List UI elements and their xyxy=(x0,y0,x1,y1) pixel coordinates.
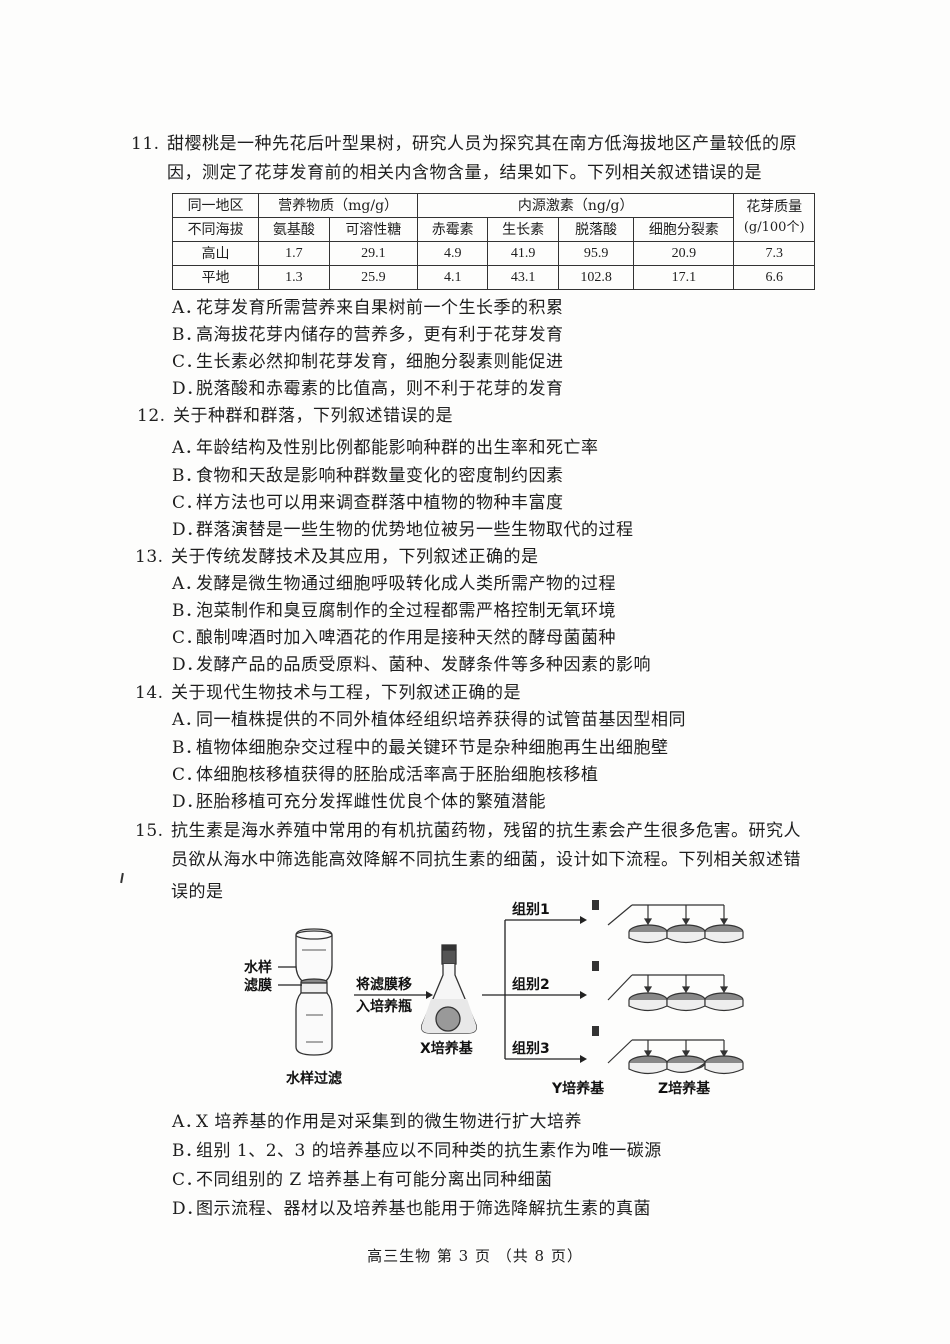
q14-stem: 14.关于现代生物技术与工程，下列叙述正确的是 xyxy=(135,683,521,703)
table-row: 高山 1.7 29.1 4.9 41.9 95.9 20.9 7.3 xyxy=(171,241,815,266)
table-header-nutrients: 营养物质（mg/g） xyxy=(258,193,418,218)
q11-option-a: A．花芽发育所需营养来自果树前一个生长季的积累 xyxy=(172,298,564,318)
filter-apparatus-icon xyxy=(295,928,333,1056)
q13-option-a: A．发酵是微生物通过细胞呼吸转化成人类所需产物的过程 xyxy=(172,574,616,594)
q13-number: 13. xyxy=(135,547,164,567)
z-medium-plates-row1 xyxy=(607,904,744,944)
label-filtration: 水样过滤 xyxy=(286,1070,342,1087)
q12-option-c: C．样方法也可以用来调查群落中植物的物种丰富度 xyxy=(172,493,564,513)
scan-mark xyxy=(120,872,124,884)
q15-option-d: D．图示流程、器材以及培养基也能用于筛选降解抗生素的真菌 xyxy=(172,1199,651,1219)
label-group2: 组别2 xyxy=(512,976,550,993)
y-medium-tube-icon xyxy=(592,900,599,1036)
q13-option-c: C．酿制啤酒时加入啤酒花的作用是接种天然的酵母菌菌种 xyxy=(172,628,616,648)
q11-stem-line1: 11.甜樱桃是一种先花后叶型果树，研究人员为探究其在南方低海拔地区产量较低的原 xyxy=(131,134,797,154)
q15-option-a: A．X 培养基的作用是对采集到的微生物进行扩大培养 xyxy=(172,1112,583,1132)
q14-option-c: C．体细胞核移植获得的胚胎成活率高于胚胎细胞核移植 xyxy=(172,765,599,785)
q11-option-b: B．高海拔花芽内储存的营养多，更有利于花芽发育 xyxy=(172,325,564,345)
z-medium-plates-row2 xyxy=(607,974,744,1012)
arrow-label-line1: 将滤膜移 xyxy=(356,976,412,993)
q15-stem-line1: 15.抗生素是海水养殖中常用的有机抗菌药物，残留的抗生素会产生很多危害。研究人 xyxy=(135,821,801,841)
q12-number: 12. xyxy=(137,406,166,426)
label-y-medium: Y培养基 xyxy=(551,1080,605,1097)
z-medium-plates-row3 xyxy=(607,1039,744,1075)
q14-option-d: D．胚胎移植可充分发挥雌性优良个体的繁殖潜能 xyxy=(172,792,546,812)
table-header-quality: 花芽质量 (g/100个) xyxy=(733,193,815,242)
label-group3: 组别3 xyxy=(512,1040,550,1057)
table-header-abscisic-acid: 脱落酸 xyxy=(557,217,635,242)
q11-option-c: C．生长素必然抑制花芽发育，细胞分裂素则能促进 xyxy=(172,352,564,372)
q15-option-b: B．组别 1、2、3 的培养基应以不同种类的抗生素作为唯一碳源 xyxy=(172,1141,662,1161)
q12-option-b: B．食物和天敌是影响种群数量变化的密度制约因素 xyxy=(172,466,564,486)
q14-number: 14. xyxy=(135,683,164,703)
q11-number: 11. xyxy=(131,134,160,154)
q15-flow-diagram: 水样 滤膜 水样过滤 将滤膜移 入培养瓶 X培养基 xyxy=(230,895,790,1105)
table-header-cytokinin: 细胞分裂素 xyxy=(633,217,735,242)
q13-option-b: B．泡菜制作和臭豆腐制作的全过程都需严格控制无氧环境 xyxy=(172,601,616,621)
q15-stem-line2: 员欲从海水中筛选能高效降解不同抗生素的细菌，设计如下流程。下列相关叙述错 xyxy=(171,850,801,870)
q11-data-table: 同一地区 营养物质（mg/g） 内源激素（ng/g） 花芽质量 (g/100个)… xyxy=(171,193,815,290)
q11-stem-line2: 因，测定了花芽发育前的相关内含物含量，结果如下。下列相关叙述错误的是 xyxy=(167,163,762,183)
table-header-site: 同一地区 xyxy=(171,193,260,218)
label-water-sample: 水样 xyxy=(244,959,272,976)
page-footer: 高三生物 第 3 页 （共 8 页） xyxy=(367,1247,583,1265)
label-z-medium: Z培养基 xyxy=(658,1080,711,1097)
table-header-auxin: 生长素 xyxy=(487,217,559,242)
q14-option-a: A．同一植株提供的不同外植体经组织培养获得的试管苗基因型相同 xyxy=(172,710,686,730)
q15-option-c: C．不同组别的 Z 培养基上有可能分离出同种细菌 xyxy=(172,1170,553,1190)
q15-stem-line3: 误的是 xyxy=(171,882,224,902)
label-filter-membrane: 滤膜 xyxy=(244,977,272,994)
q12-stem: 12.关于种群和群落，下列叙述错误的是 xyxy=(137,406,453,426)
label-group1: 组别1 xyxy=(512,901,550,918)
q12-option-d: D．群落演替是一些生物的优势地位被另一些生物取代的过程 xyxy=(172,520,634,540)
table-header-hormones: 内源激素（ng/g） xyxy=(416,193,735,218)
label-x-medium: X培养基 xyxy=(420,1040,474,1057)
q13-stem: 13.关于传统发酵技术及其应用，下列叙述正确的是 xyxy=(135,547,539,567)
table-header-soluble-sugar: 可溶性糖 xyxy=(328,217,419,242)
q14-option-b: B．植物体细胞杂交过程中的最关键环节是杂种细胞再生出细胞壁 xyxy=(172,738,669,758)
arrow-label-line2: 入培养瓶 xyxy=(356,998,412,1015)
table-header-gibberellin: 赤霉素 xyxy=(416,217,489,242)
table-header-altitude: 不同海拔 xyxy=(171,217,260,242)
q13-option-d: D．发酵产品的品质受原料、菌种、发酵条件等多种因素的影响 xyxy=(172,655,651,675)
culture-flask-icon xyxy=(421,944,477,1034)
table-row: 平地 1.3 25.9 4.1 43.1 102.8 17.1 6.6 xyxy=(171,265,815,290)
q15-number: 15. xyxy=(135,821,164,841)
table-header-amino-acid: 氨基酸 xyxy=(258,217,330,242)
q12-option-a: A．年龄结构及性别比例都能影响种群的出生率和死亡率 xyxy=(172,438,599,458)
q11-option-d: D．脱落酸和赤霉素的比值高，则不利于花芽的发育 xyxy=(172,379,564,399)
